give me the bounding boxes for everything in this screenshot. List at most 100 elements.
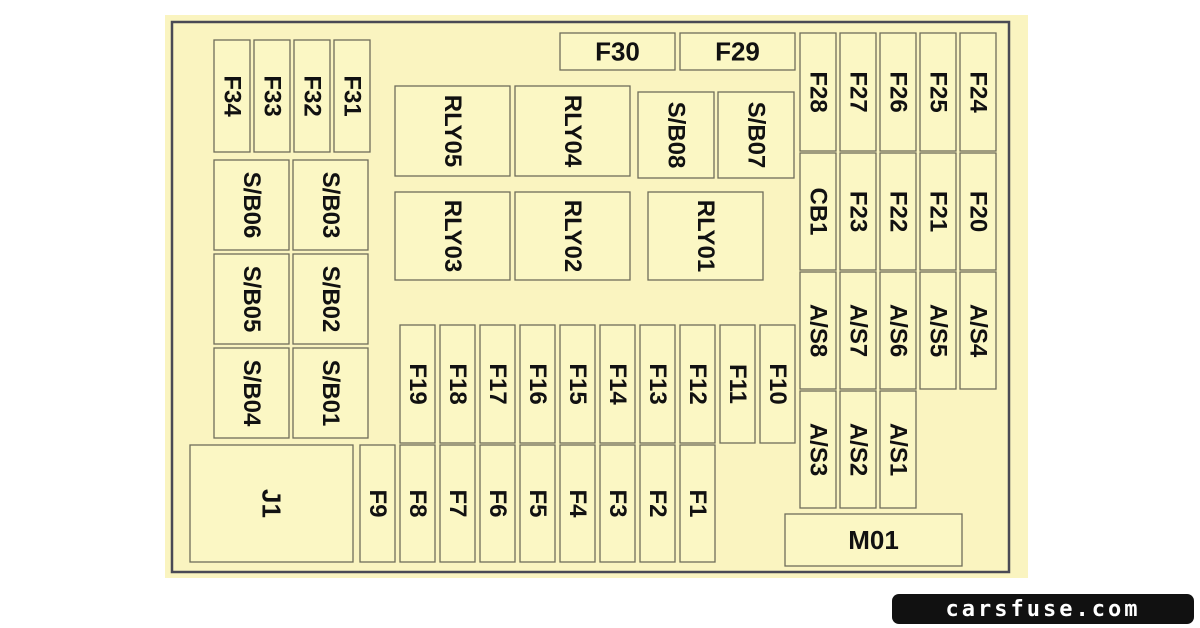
fuse-f22-label: F22 <box>885 191 912 232</box>
slow-blow-fuse-sb06-label: S/B06 <box>238 172 265 239</box>
fuse-f26-label: F26 <box>885 71 912 112</box>
slow-blow-fuse-sb01-label: S/B01 <box>317 360 344 427</box>
auto-switch-as2-label: A/S2 <box>845 423 872 476</box>
auto-switch-as2: A/S2 <box>839 390 877 509</box>
fuse-f33-label: F33 <box>259 75 286 116</box>
fuse-f24-slot <box>959 32 997 152</box>
slow-blow-fuse-sb07: S/B07 <box>717 91 795 179</box>
slow-blow-fuse-sb03-slot <box>292 159 369 251</box>
fuse-f21-label: F21 <box>925 191 952 232</box>
fuse-f7-label: F7 <box>444 489 471 517</box>
fuse-f23: F23 <box>839 152 877 271</box>
module-m01: M01 <box>784 513 963 567</box>
slow-blow-fuse-sb06: S/B06 <box>213 159 290 251</box>
fuse-f24: F24 <box>959 32 997 152</box>
fuse-f20-label: F20 <box>965 191 992 232</box>
fuse-f25: F25 <box>919 32 957 152</box>
slow-blow-fuse-sb08-label: S/B08 <box>663 102 690 169</box>
fuse-f25-label: F25 <box>925 71 952 112</box>
fuse-f13: F13 <box>639 324 676 444</box>
fuse-f34-slot <box>213 39 251 153</box>
fuse-f13-label: F13 <box>644 363 671 404</box>
connector-j1-slot <box>189 444 354 563</box>
fuse-f26: F26 <box>879 32 917 152</box>
fuse-f29-slot <box>679 32 796 71</box>
fuse-f5: F5 <box>519 444 556 563</box>
fuse-f15-slot <box>559 324 596 444</box>
fuse-f17-slot <box>479 324 516 444</box>
fuse-f19-slot <box>399 324 436 444</box>
fuse-f4: F4 <box>559 444 596 563</box>
fuse-f9-label: F9 <box>364 489 391 517</box>
fuse-f6: F6 <box>479 444 516 563</box>
auto-switch-as5-slot <box>919 271 957 390</box>
fuse-f12-label: F12 <box>684 363 711 404</box>
fuse-f20-slot <box>959 152 997 271</box>
relay-rly04-slot <box>514 85 631 177</box>
fuse-f21: F21 <box>919 152 957 271</box>
fuse-f30: F30 <box>559 32 676 71</box>
fuse-f17-label: F17 <box>484 363 511 404</box>
auto-switch-as6: A/S6 <box>879 271 917 390</box>
relay-rly01-label: RLY01 <box>692 200 719 273</box>
fuse-f27-slot <box>839 32 877 152</box>
fuse-f29-label: F29 <box>715 37 760 67</box>
fuse-f10-label: F10 <box>764 363 791 404</box>
fuse-f21-slot <box>919 152 957 271</box>
fuse-f6-label: F6 <box>484 489 511 517</box>
slow-blow-fuse-sb08-slot <box>637 91 715 179</box>
fuse-f19: F19 <box>399 324 436 444</box>
auto-switch-as2-slot <box>839 390 877 509</box>
fuse-f33-slot <box>253 39 291 153</box>
slow-blow-fuse-sb02-label: S/B02 <box>317 266 344 333</box>
relay-rly04: RLY04 <box>514 85 631 177</box>
fuse-f11-label: F11 <box>724 364 751 404</box>
module-m01-slot <box>784 513 963 567</box>
fuse-f27: F27 <box>839 32 877 152</box>
fuse-f30-label: F30 <box>595 37 640 67</box>
auto-switch-as7: A/S7 <box>839 271 877 390</box>
slow-blow-fuse-sb02-slot <box>292 253 369 345</box>
relay-rly01-slot <box>647 191 764 281</box>
fuse-f23-label: F23 <box>845 191 872 232</box>
fuse-f31-label: F31 <box>339 75 366 116</box>
auto-switch-as8-label: A/S8 <box>805 304 832 357</box>
fuse-f1-slot <box>679 444 716 563</box>
fuse-f30-slot <box>559 32 676 71</box>
circuit-breaker-cb1-label: CB1 <box>805 187 832 235</box>
fuse-f16: F16 <box>519 324 556 444</box>
fuse-f12-slot <box>679 324 716 444</box>
auto-switch-as5: A/S5 <box>919 271 957 390</box>
fuse-f18-label: F18 <box>444 363 471 404</box>
circuit-breaker-cb1: CB1 <box>799 152 837 271</box>
fuse-f32-label: F32 <box>299 75 326 116</box>
fuse-f31: F31 <box>333 39 371 153</box>
auto-switch-as4-label: A/S4 <box>965 304 992 358</box>
fuse-f16-slot <box>519 324 556 444</box>
fuse-f27-label: F27 <box>845 71 872 112</box>
fuse-f15-label: F15 <box>564 363 591 404</box>
relay-rly02-label: RLY02 <box>559 200 586 273</box>
relay-rly03-slot <box>394 191 511 281</box>
connector-j1-label: J1 <box>257 489 287 518</box>
slow-blow-fuse-sb03: S/B03 <box>292 159 369 251</box>
relay-rly04-label: RLY04 <box>559 95 586 168</box>
fuse-f1-label: F1 <box>684 489 711 517</box>
fuse-f13-slot <box>639 324 676 444</box>
fuse-box-outline <box>170 20 1011 574</box>
auto-switch-as1-slot <box>879 390 917 509</box>
fuse-f34: F34 <box>213 39 251 153</box>
auto-switch-as3-slot <box>799 390 837 509</box>
auto-switch-as8-slot <box>799 271 837 390</box>
fuse-f7-slot <box>439 444 476 563</box>
fuse-f11-slot <box>719 324 756 444</box>
relay-rly01: RLY01 <box>647 191 764 281</box>
slow-blow-fuse-sb07-slot <box>717 91 795 179</box>
fuse-f32-slot <box>293 39 331 153</box>
slow-blow-fuse-sb01: S/B01 <box>292 347 369 439</box>
relay-rly03: RLY03 <box>394 191 511 281</box>
watermark-text: carsfuse.com <box>945 596 1141 622</box>
fuse-f23-slot <box>839 152 877 271</box>
fuse-f2: F2 <box>639 444 676 563</box>
auto-switch-as6-slot <box>879 271 917 390</box>
